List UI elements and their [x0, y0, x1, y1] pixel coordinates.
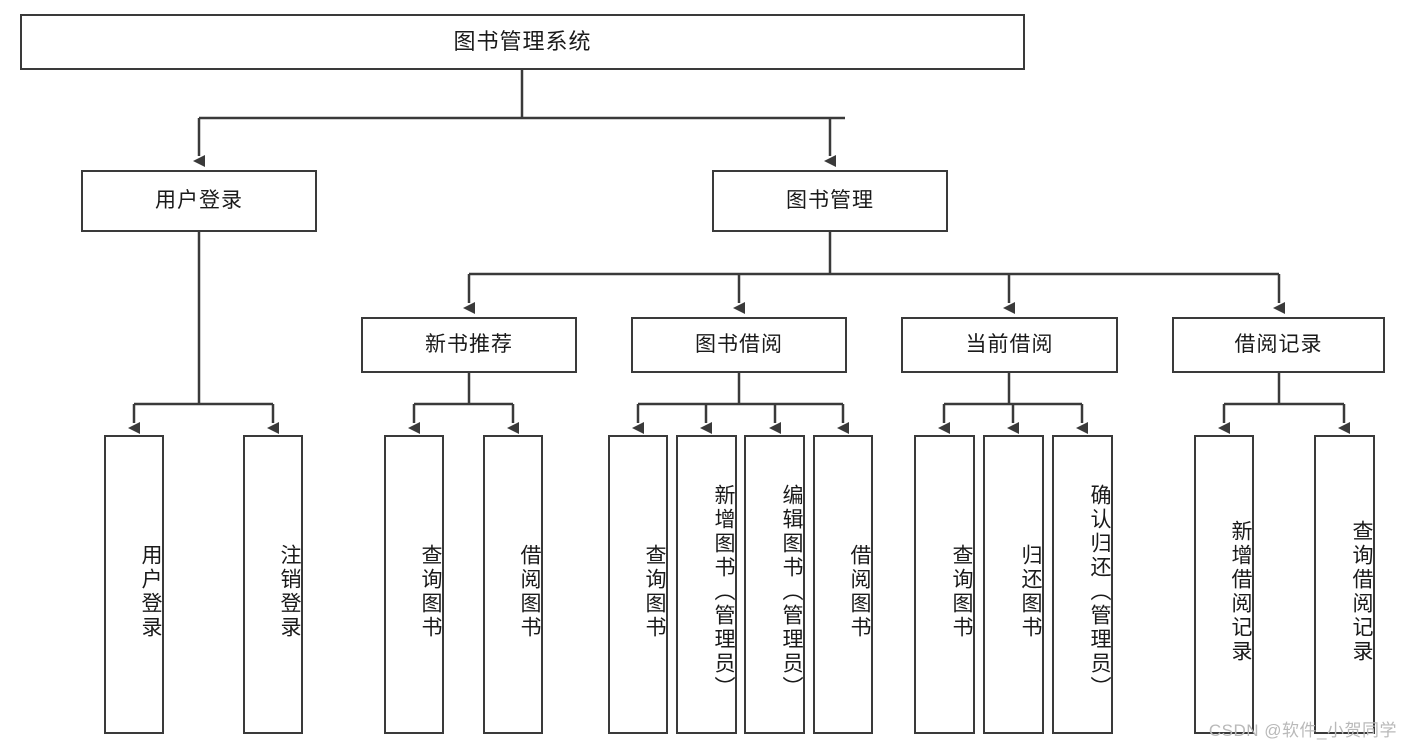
- leaf-label: 新增图书（管理员）: [712, 483, 735, 700]
- leaf-label: 用户登录: [139, 543, 162, 640]
- leaf-label: 归还图书: [1019, 543, 1042, 640]
- leaf-query-borrow-record[interactable]: 查询借阅记录: [1314, 435, 1375, 734]
- csdn-watermark: CSDN @软件_小贺同学: [1208, 721, 1397, 740]
- leaf-add-borrow-record[interactable]: 新增借阅记录: [1194, 435, 1254, 734]
- leaf-label: 查询图书: [950, 543, 973, 640]
- leaf-label: 注销登录: [278, 543, 301, 640]
- leaf-label: 查询图书: [419, 543, 442, 640]
- leaf-label: 借阅图书: [848, 543, 871, 640]
- node-current-borrow[interactable]: 当前借阅: [901, 317, 1118, 373]
- leaf-add-book-admin[interactable]: 新增图书（管理员）: [676, 435, 737, 734]
- leaf-query-book-current[interactable]: 查询图书: [914, 435, 975, 734]
- node-book-borrow[interactable]: 图书借阅: [631, 317, 847, 373]
- leaf-borrow-book-recommend[interactable]: 借阅图书: [483, 435, 543, 734]
- node-new-book-recommend[interactable]: 新书推荐: [361, 317, 577, 373]
- leaf-logout[interactable]: 注销登录: [243, 435, 303, 734]
- leaf-label: 借阅图书: [518, 543, 541, 640]
- leaf-label: 编辑图书（管理员）: [780, 483, 803, 700]
- node-root-system[interactable]: 图书管理系统: [20, 14, 1025, 70]
- leaf-user-login[interactable]: 用户登录: [104, 435, 164, 734]
- node-user-login[interactable]: 用户登录: [81, 170, 317, 232]
- leaf-label: 新增借阅记录: [1229, 519, 1252, 664]
- node-book-management[interactable]: 图书管理: [712, 170, 948, 232]
- leaf-confirm-return-admin[interactable]: 确认归还（管理员）: [1052, 435, 1113, 734]
- leaf-label: 查询图书: [643, 543, 666, 640]
- node-borrow-records[interactable]: 借阅记录: [1172, 317, 1385, 373]
- leaf-label: 查询借阅记录: [1350, 519, 1373, 664]
- leaf-query-book-borrow[interactable]: 查询图书: [608, 435, 668, 734]
- leaf-return-book[interactable]: 归还图书: [983, 435, 1044, 734]
- leaf-borrow-book[interactable]: 借阅图书: [813, 435, 873, 734]
- leaf-query-book-recommend[interactable]: 查询图书: [384, 435, 444, 734]
- leaf-edit-book-admin[interactable]: 编辑图书（管理员）: [744, 435, 805, 734]
- leaf-label: 确认归还（管理员）: [1088, 483, 1111, 700]
